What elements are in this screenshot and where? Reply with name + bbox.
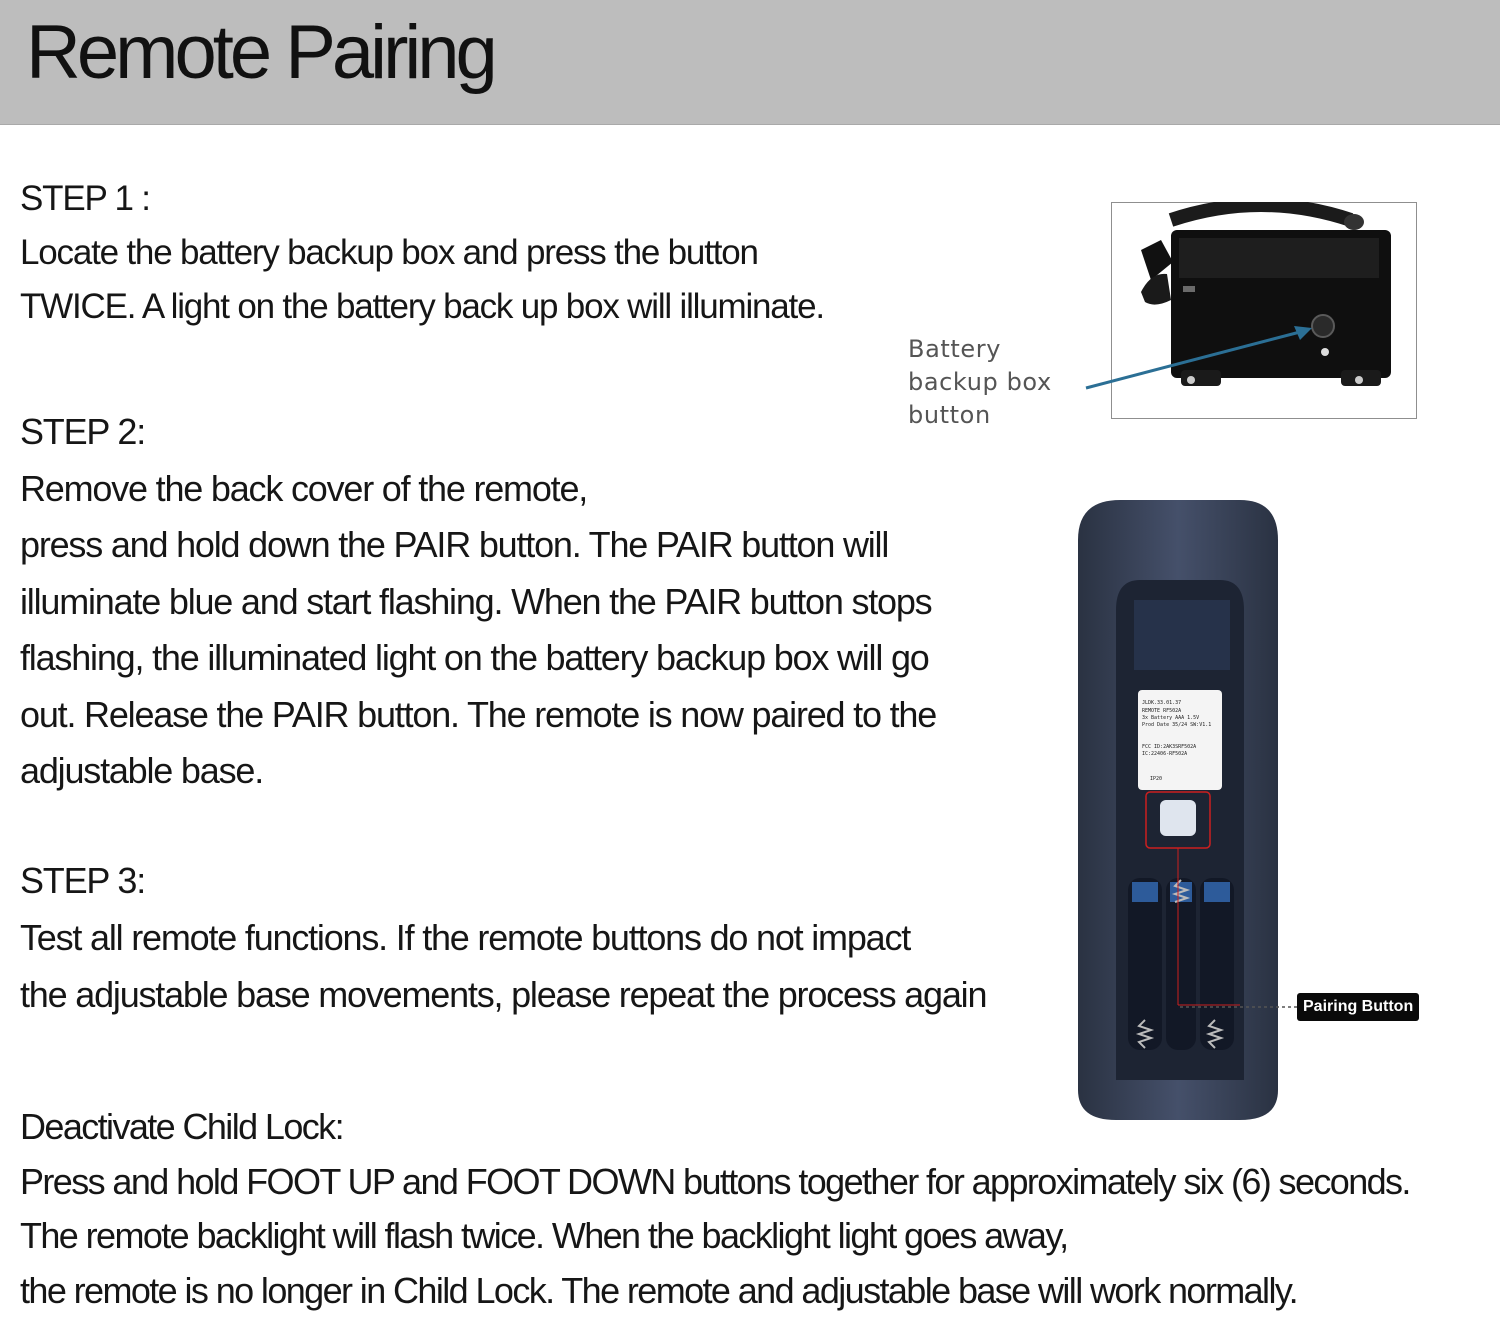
sticker-line: IP20	[1150, 776, 1162, 782]
step-2-line: out. Release the PAIR button. The remote…	[20, 687, 936, 744]
step-2-line: press and hold down the PAIR button. The…	[20, 517, 936, 574]
sticker-line: IC:22406-RF502A	[1142, 751, 1187, 757]
step-3-line: the adjustable base movements, please re…	[20, 966, 986, 1023]
step-2-heading: STEP 2:	[20, 404, 936, 461]
sticker-line: Prod Date 35/24 SW:V1.1	[1142, 722, 1211, 728]
step-2-line: Remove the back cover of the remote,	[20, 461, 936, 518]
page-header: Remote Pairing	[0, 0, 1500, 125]
callout-line: backup box	[908, 366, 1052, 399]
step-2-section: STEP 2: Remove the back cover of the rem…	[20, 404, 936, 800]
step-2-line: adjustable base.	[20, 743, 936, 800]
step-3-section: STEP 3: Test all remote functions. If th…	[20, 852, 986, 1023]
pairing-button-leader-icon	[1180, 1005, 1298, 1009]
step-2-line: flashing, the illuminated light on the b…	[20, 630, 936, 687]
sticker-line: FCC ID:2AK3SRF502A	[1142, 744, 1196, 750]
child-lock-line: The remote backlight will flash twice. W…	[20, 1209, 1410, 1264]
child-lock-line: Press and hold FOOT UP and FOOT DOWN but…	[20, 1155, 1410, 1210]
child-lock-line: the remote is no longer in Child Lock. T…	[20, 1264, 1410, 1318]
callout-line: Battery	[908, 333, 1052, 366]
sticker-line: JLDK.33.01.37	[1142, 700, 1181, 706]
battery-button-callout: Battery backup box button	[908, 333, 1052, 432]
callout-arrow-icon	[1080, 320, 1320, 400]
callout-line: button	[908, 399, 1052, 432]
page-title: Remote Pairing	[26, 10, 494, 96]
step-1-heading: STEP 1 :	[20, 172, 824, 226]
sticker-line: 3x Battery AAA 1.5V	[1142, 715, 1199, 721]
step-1-line: Locate the battery backup box and press …	[20, 226, 824, 280]
pairing-button-label: Pairing Button	[1297, 993, 1419, 1021]
step-3-line: Test all remote functions. If the remote…	[20, 909, 986, 966]
step-2-line: illuminate blue and start flashing. When…	[20, 574, 936, 631]
child-lock-section: Deactivate Child Lock: Press and hold FO…	[20, 1100, 1410, 1318]
step-3-heading: STEP 3:	[20, 852, 986, 909]
remote-back-photo: JLDK.33.01.37 REMOTE RF502A 3x Battery A…	[1060, 490, 1300, 1130]
step-1-line: TWICE. A light on the battery back up bo…	[20, 280, 824, 334]
step-1-section: STEP 1 : Locate the battery backup box a…	[20, 172, 824, 334]
sticker-line: REMOTE RF502A	[1142, 708, 1181, 714]
